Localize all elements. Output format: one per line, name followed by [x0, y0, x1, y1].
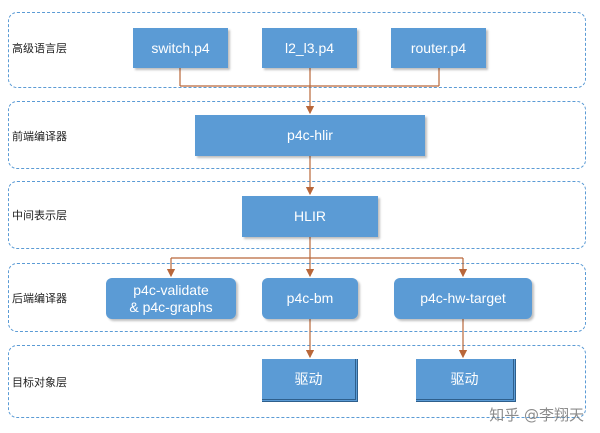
- node-p4c-validate-graphs: p4c-validate & p4c-graphs: [106, 278, 236, 319]
- node-p4c-hw-target: p4c-hw-target: [394, 278, 532, 319]
- node-hlir: HLIR: [242, 196, 378, 237]
- node-p4c-bm: p4c-bm: [262, 278, 358, 319]
- node-router-p4: router.p4: [391, 28, 486, 68]
- node-switch-p4: switch.p4: [133, 28, 228, 68]
- layer-label-high-level: 高级语言层: [12, 42, 67, 55]
- node-driver-hw: 驱动: [416, 359, 516, 402]
- node-p4c-hlir: p4c-hlir: [195, 115, 425, 156]
- layer-label-frontend: 前端编译器: [12, 130, 67, 143]
- layer-label-ir: 中间表示层: [12, 209, 67, 222]
- watermark: 知乎 @李翔天: [489, 406, 584, 424]
- layer-label-backend: 后端编译器: [12, 292, 67, 305]
- layer-label-target: 目标对象层: [12, 376, 67, 389]
- node-driver-bm: 驱动: [262, 359, 358, 402]
- node-l2-l3-p4: l2_l3.p4: [262, 28, 357, 68]
